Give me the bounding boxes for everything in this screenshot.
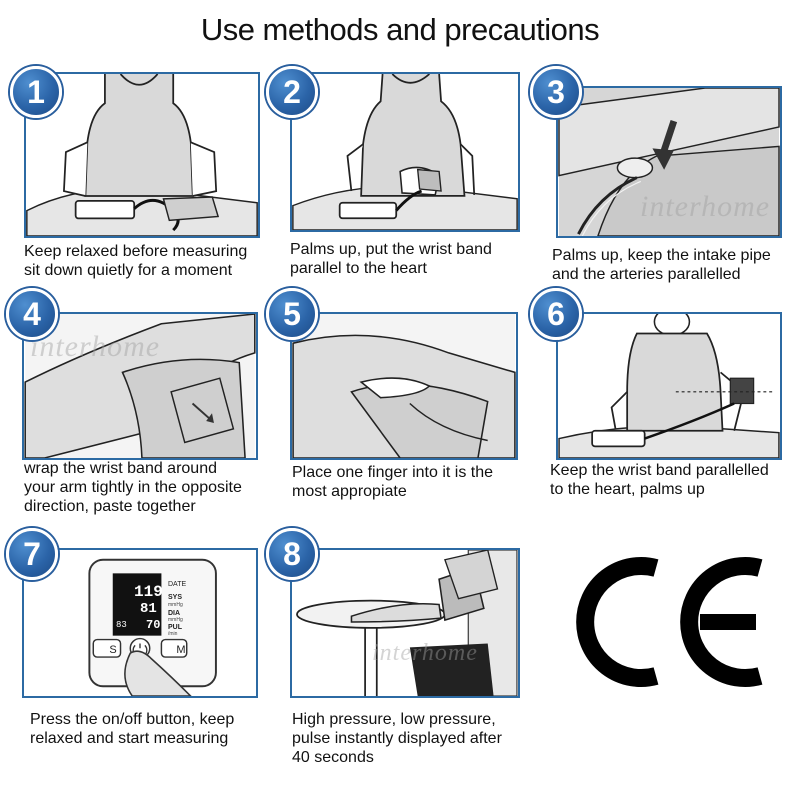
step-6-caption: Keep the wrist band parallelled to the h… (550, 462, 769, 498)
step-7-illustration (22, 548, 258, 698)
device-pul-label: PUL (168, 624, 182, 631)
step-4-illustration (22, 312, 258, 460)
step-8-illustration (290, 548, 520, 698)
device-sys-value: 119 (134, 583, 163, 601)
step-7-number-badge: 7 (6, 528, 58, 580)
monitor-device-illustration (88, 558, 217, 696)
step-8-caption: High pressure, low pressure, pulse insta… (292, 711, 502, 766)
step-5-number-badge: 5 (266, 288, 318, 340)
arm-on-table-illustration (296, 550, 518, 696)
device-dia-unit: mmHg (168, 617, 183, 623)
wrap-wristband-illustration (24, 314, 256, 458)
device-s-button[interactable]: S (109, 644, 117, 656)
step-3-caption: Palms up, keep the intake pipe and the a… (552, 247, 771, 283)
finger-under-band-illustration (292, 314, 516, 458)
device-pul-value: 70 (146, 618, 161, 632)
step-7-caption: Press the on/off button, keep relaxed an… (30, 711, 235, 747)
step-8-number-badge: 8 (266, 528, 318, 580)
step-2-caption: Palms up, put the wrist band parallel to… (290, 241, 492, 277)
device-dia-label: DIA (168, 610, 181, 617)
palms-up-wristband-illustration (292, 74, 518, 230)
step-1-caption: Keep relaxed before measuring sit down q… (24, 243, 248, 279)
step-4-caption: wrap the wrist band around your arm tigh… (24, 460, 242, 515)
page-title: Use methods and precautions (200, 12, 600, 47)
seated-person-illustration (26, 74, 258, 236)
step-3-illustration (556, 86, 782, 238)
band-parallel-heart-illustration (558, 314, 780, 458)
step-5-illustration (290, 312, 518, 460)
step-1-illustration (24, 72, 260, 238)
device-pul-unit: /min (168, 631, 178, 637)
step-1-number-badge: 1 (10, 66, 62, 118)
step-5-caption: Place one finger into it is the most app… (292, 464, 494, 500)
intake-pipe-illustration (558, 88, 780, 236)
step-4-number-badge: 4 (6, 288, 58, 340)
step-2-number-badge: 2 (266, 66, 318, 118)
device-sys-unit: mmHg (168, 602, 183, 608)
step-2-illustration (290, 72, 520, 232)
step-3-number-badge: 3 (530, 66, 582, 118)
power-button-icon[interactable] (130, 640, 150, 660)
step-6-illustration (556, 312, 782, 460)
device-date-label: DATE (168, 581, 187, 588)
device-m-button[interactable]: M (176, 644, 186, 656)
device-mem-value: 83 (116, 620, 127, 630)
step-6-number-badge: 6 (530, 288, 582, 340)
device-dia-value: 81 (140, 601, 157, 617)
ce-certification-mark (576, 557, 763, 687)
device-sys-label: SYS (168, 594, 183, 601)
